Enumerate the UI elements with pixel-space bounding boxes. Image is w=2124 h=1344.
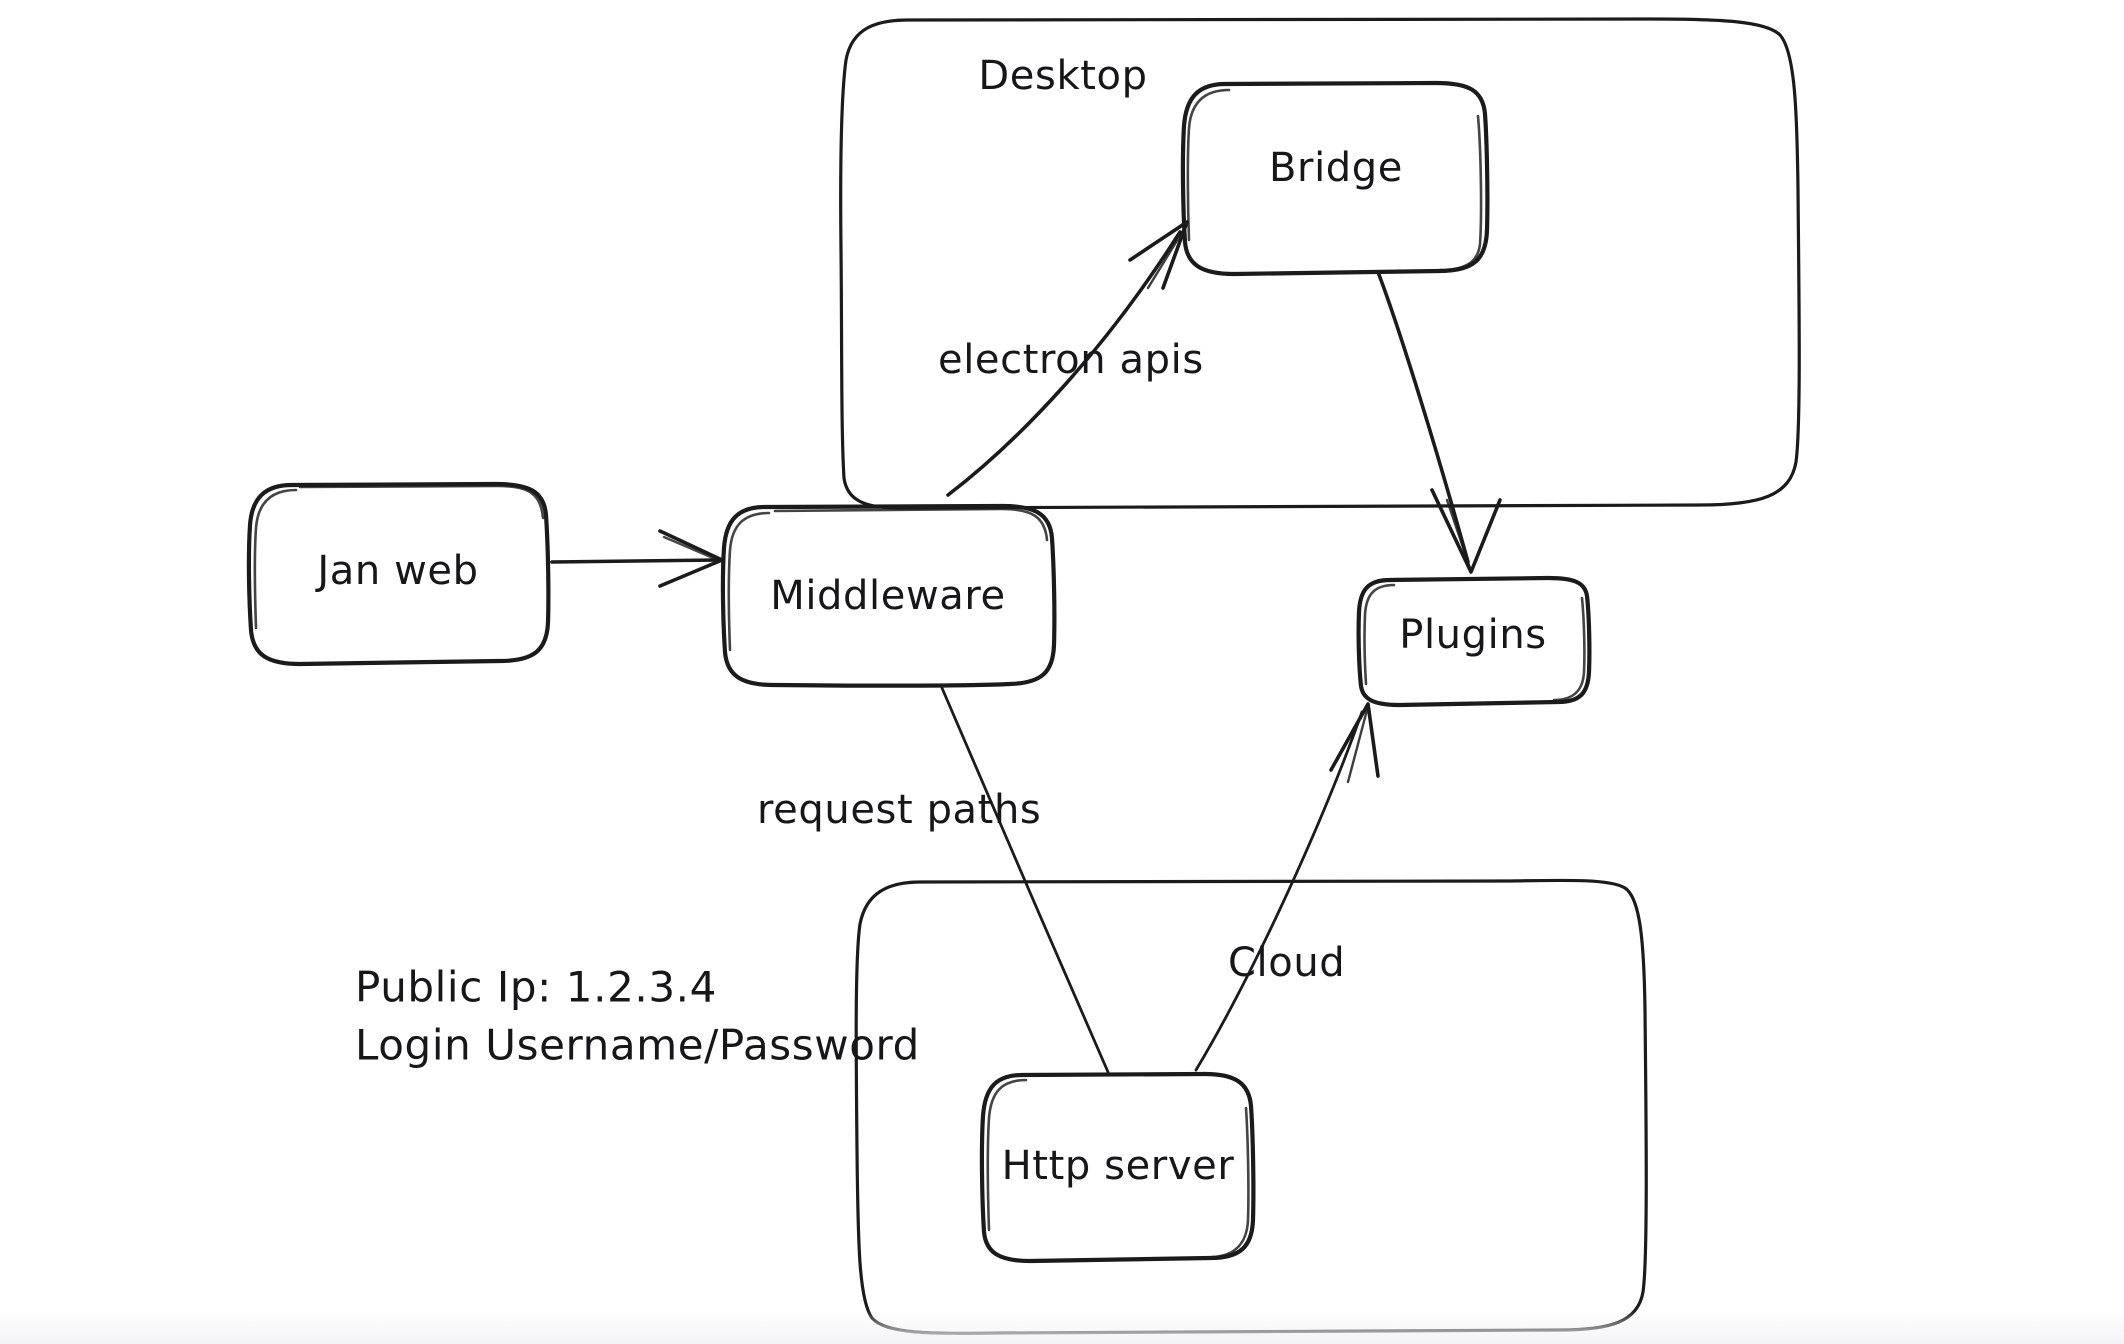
node-outline — [246, 481, 551, 667]
node-label-bridge: Bridge — [1269, 145, 1403, 191]
node-outline-sketch — [986, 1078, 1028, 1232]
node-middleware[interactable]: Middleware — [720, 503, 1057, 688]
container-label-desktop: Desktop — [978, 53, 1147, 99]
node-outline-sketch — [1552, 596, 1586, 702]
node-http-server[interactable]: Http server — [979, 1071, 1256, 1264]
edge-line — [1194, 710, 1364, 1072]
node-label-http-server: Http server — [1002, 1143, 1235, 1189]
note-line-login: Login Username/Password — [355, 1021, 920, 1070]
node-outline-sketch — [1186, 88, 1231, 242]
node-plugins[interactable]: Plugins — [1356, 575, 1592, 708]
edge-http-server-to-plugins: Cloud — [1194, 702, 1380, 1072]
edge-middleware-to-http-server: request paths — [757, 686, 1110, 1074]
edge-jan-web-to-middleware — [550, 529, 724, 588]
edge-line — [940, 686, 1110, 1074]
container-desktop[interactable]: Desktop — [839, 17, 1801, 510]
arrowhead-icon — [1430, 488, 1502, 574]
edge-label-electron-apis: electron apis — [938, 337, 1204, 383]
node-bridge[interactable]: Bridge — [1180, 80, 1490, 277]
container-label-cloud: Cloud — [1228, 940, 1345, 986]
node-label-plugins: Plugins — [1399, 612, 1546, 658]
node-jan-web[interactable]: Jan web — [246, 481, 551, 667]
arrowhead-icon — [1146, 224, 1188, 290]
note-line-public-ip: Public Ip: 1.2.3.4 — [355, 963, 717, 1012]
edge-bridge-to-plugins — [1376, 270, 1502, 574]
edge-line — [550, 558, 720, 564]
node-outline-sketch — [253, 488, 298, 630]
arrowhead-icon — [1346, 708, 1369, 784]
node-outline-sketch — [727, 511, 771, 652]
arrowhead-icon — [1329, 702, 1380, 778]
edge-middleware-to-bridge: electron apis — [938, 220, 1204, 497]
desktop-container-outline — [839, 17, 1801, 510]
node-outline — [1356, 575, 1592, 708]
node-label-middleware: Middleware — [770, 573, 1006, 619]
node-outline-sketch — [1210, 1106, 1250, 1259]
node-outline — [979, 1071, 1256, 1264]
node-outline-sketch — [773, 507, 1049, 542]
edge-label-request-paths: request paths — [757, 787, 1041, 833]
edge-line — [946, 230, 1182, 497]
arrowhead-icon — [1128, 220, 1189, 290]
node-outline-sketch — [1363, 583, 1396, 686]
node-outline — [720, 503, 1057, 688]
arrowhead-icon — [662, 535, 722, 563]
node-label-jan-web: Jan web — [314, 548, 478, 594]
credentials-note: Public Ip: 1.2.3.4 Login Username/Passwo… — [355, 963, 920, 1070]
arrowhead-icon — [1445, 498, 1472, 570]
edge-line — [1376, 270, 1470, 564]
node-outline-sketch — [1438, 114, 1483, 272]
node-outline-sketch — [298, 484, 545, 520]
